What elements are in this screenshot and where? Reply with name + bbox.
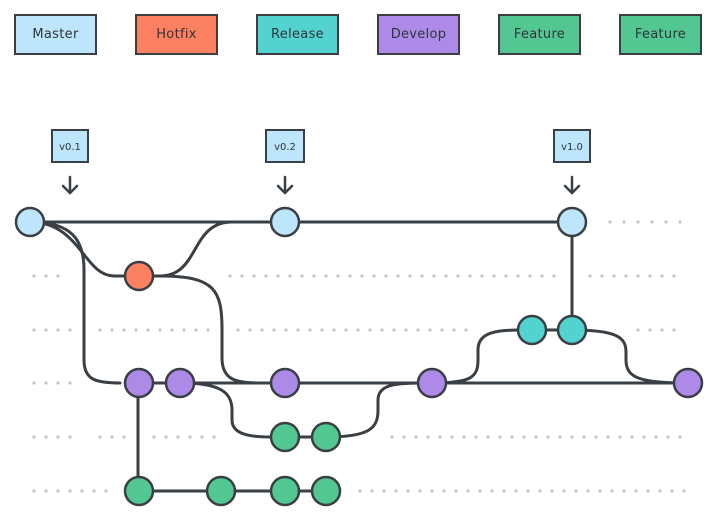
- feature1-branch-line: [178, 381, 328, 439]
- commit-develop-1: [123, 367, 155, 399]
- commit-develop-2: [164, 367, 196, 399]
- lane-guide-master: [608, 220, 682, 224]
- commit-develop-3: [269, 367, 301, 399]
- tag-v0-1: v0.1: [51, 129, 89, 163]
- lane-guides: [32, 220, 686, 493]
- legend: Master Hotfix Release Develop Feature Fe…: [14, 14, 714, 59]
- develop-branch-line: [28, 220, 122, 385]
- commit-feature2-3: [269, 475, 301, 507]
- release-branch-line: [430, 328, 574, 385]
- version-tags: v0.1 v0.2 v1.0: [51, 129, 591, 163]
- commit-feature2-1: [123, 475, 155, 507]
- hotfix-merge-develop-line: [158, 274, 262, 385]
- tag-v1-0-label: v1.0: [561, 142, 583, 153]
- feature1-merge-line: [324, 381, 422, 439]
- tag-arrows: [61, 175, 581, 195]
- hotfix-merge-master-line: [158, 220, 234, 278]
- tag-v0-2: v0.2: [265, 129, 305, 163]
- release-merge-develop-line: [570, 328, 690, 385]
- lane-guide-feature-2: [32, 489, 686, 493]
- branch-lines: [28, 220, 690, 493]
- down-arrow-icon: [61, 175, 79, 195]
- commit-feature1-1: [269, 421, 301, 453]
- down-arrow-icon: [276, 175, 294, 195]
- lane-guide-hotfix: [32, 274, 676, 278]
- legend-master: Master: [14, 14, 97, 55]
- commit-develop-4: [416, 367, 448, 399]
- legend-release: Release: [256, 14, 339, 55]
- legend-feature-1: Feature: [498, 14, 581, 55]
- commit-master-3: [556, 206, 588, 238]
- commit-develop-5: [672, 367, 704, 399]
- tag-v0-1-label: v0.1: [59, 142, 81, 153]
- tag-v0-2-label: v0.2: [274, 142, 296, 153]
- legend-hotfix: Hotfix: [135, 14, 218, 55]
- commit-feature2-4: [310, 475, 342, 507]
- commit-feature1-2: [310, 421, 342, 453]
- commit-release-1: [516, 314, 548, 346]
- commit-hotfix-1: [123, 260, 155, 292]
- commits: [14, 206, 704, 507]
- commit-release-2: [556, 314, 588, 346]
- lane-guide-develop: [32, 381, 72, 385]
- lane-guide-feature-1: [32, 435, 682, 439]
- commit-master-1: [14, 206, 46, 238]
- lane-guide-release: [32, 328, 676, 332]
- tag-v1-0: v1.0: [553, 129, 591, 163]
- commit-feature2-2: [205, 475, 237, 507]
- down-arrow-icon: [563, 175, 581, 195]
- legend-feature-2: Feature: [619, 14, 702, 55]
- commit-master-2: [269, 206, 301, 238]
- legend-develop: Develop: [377, 14, 460, 55]
